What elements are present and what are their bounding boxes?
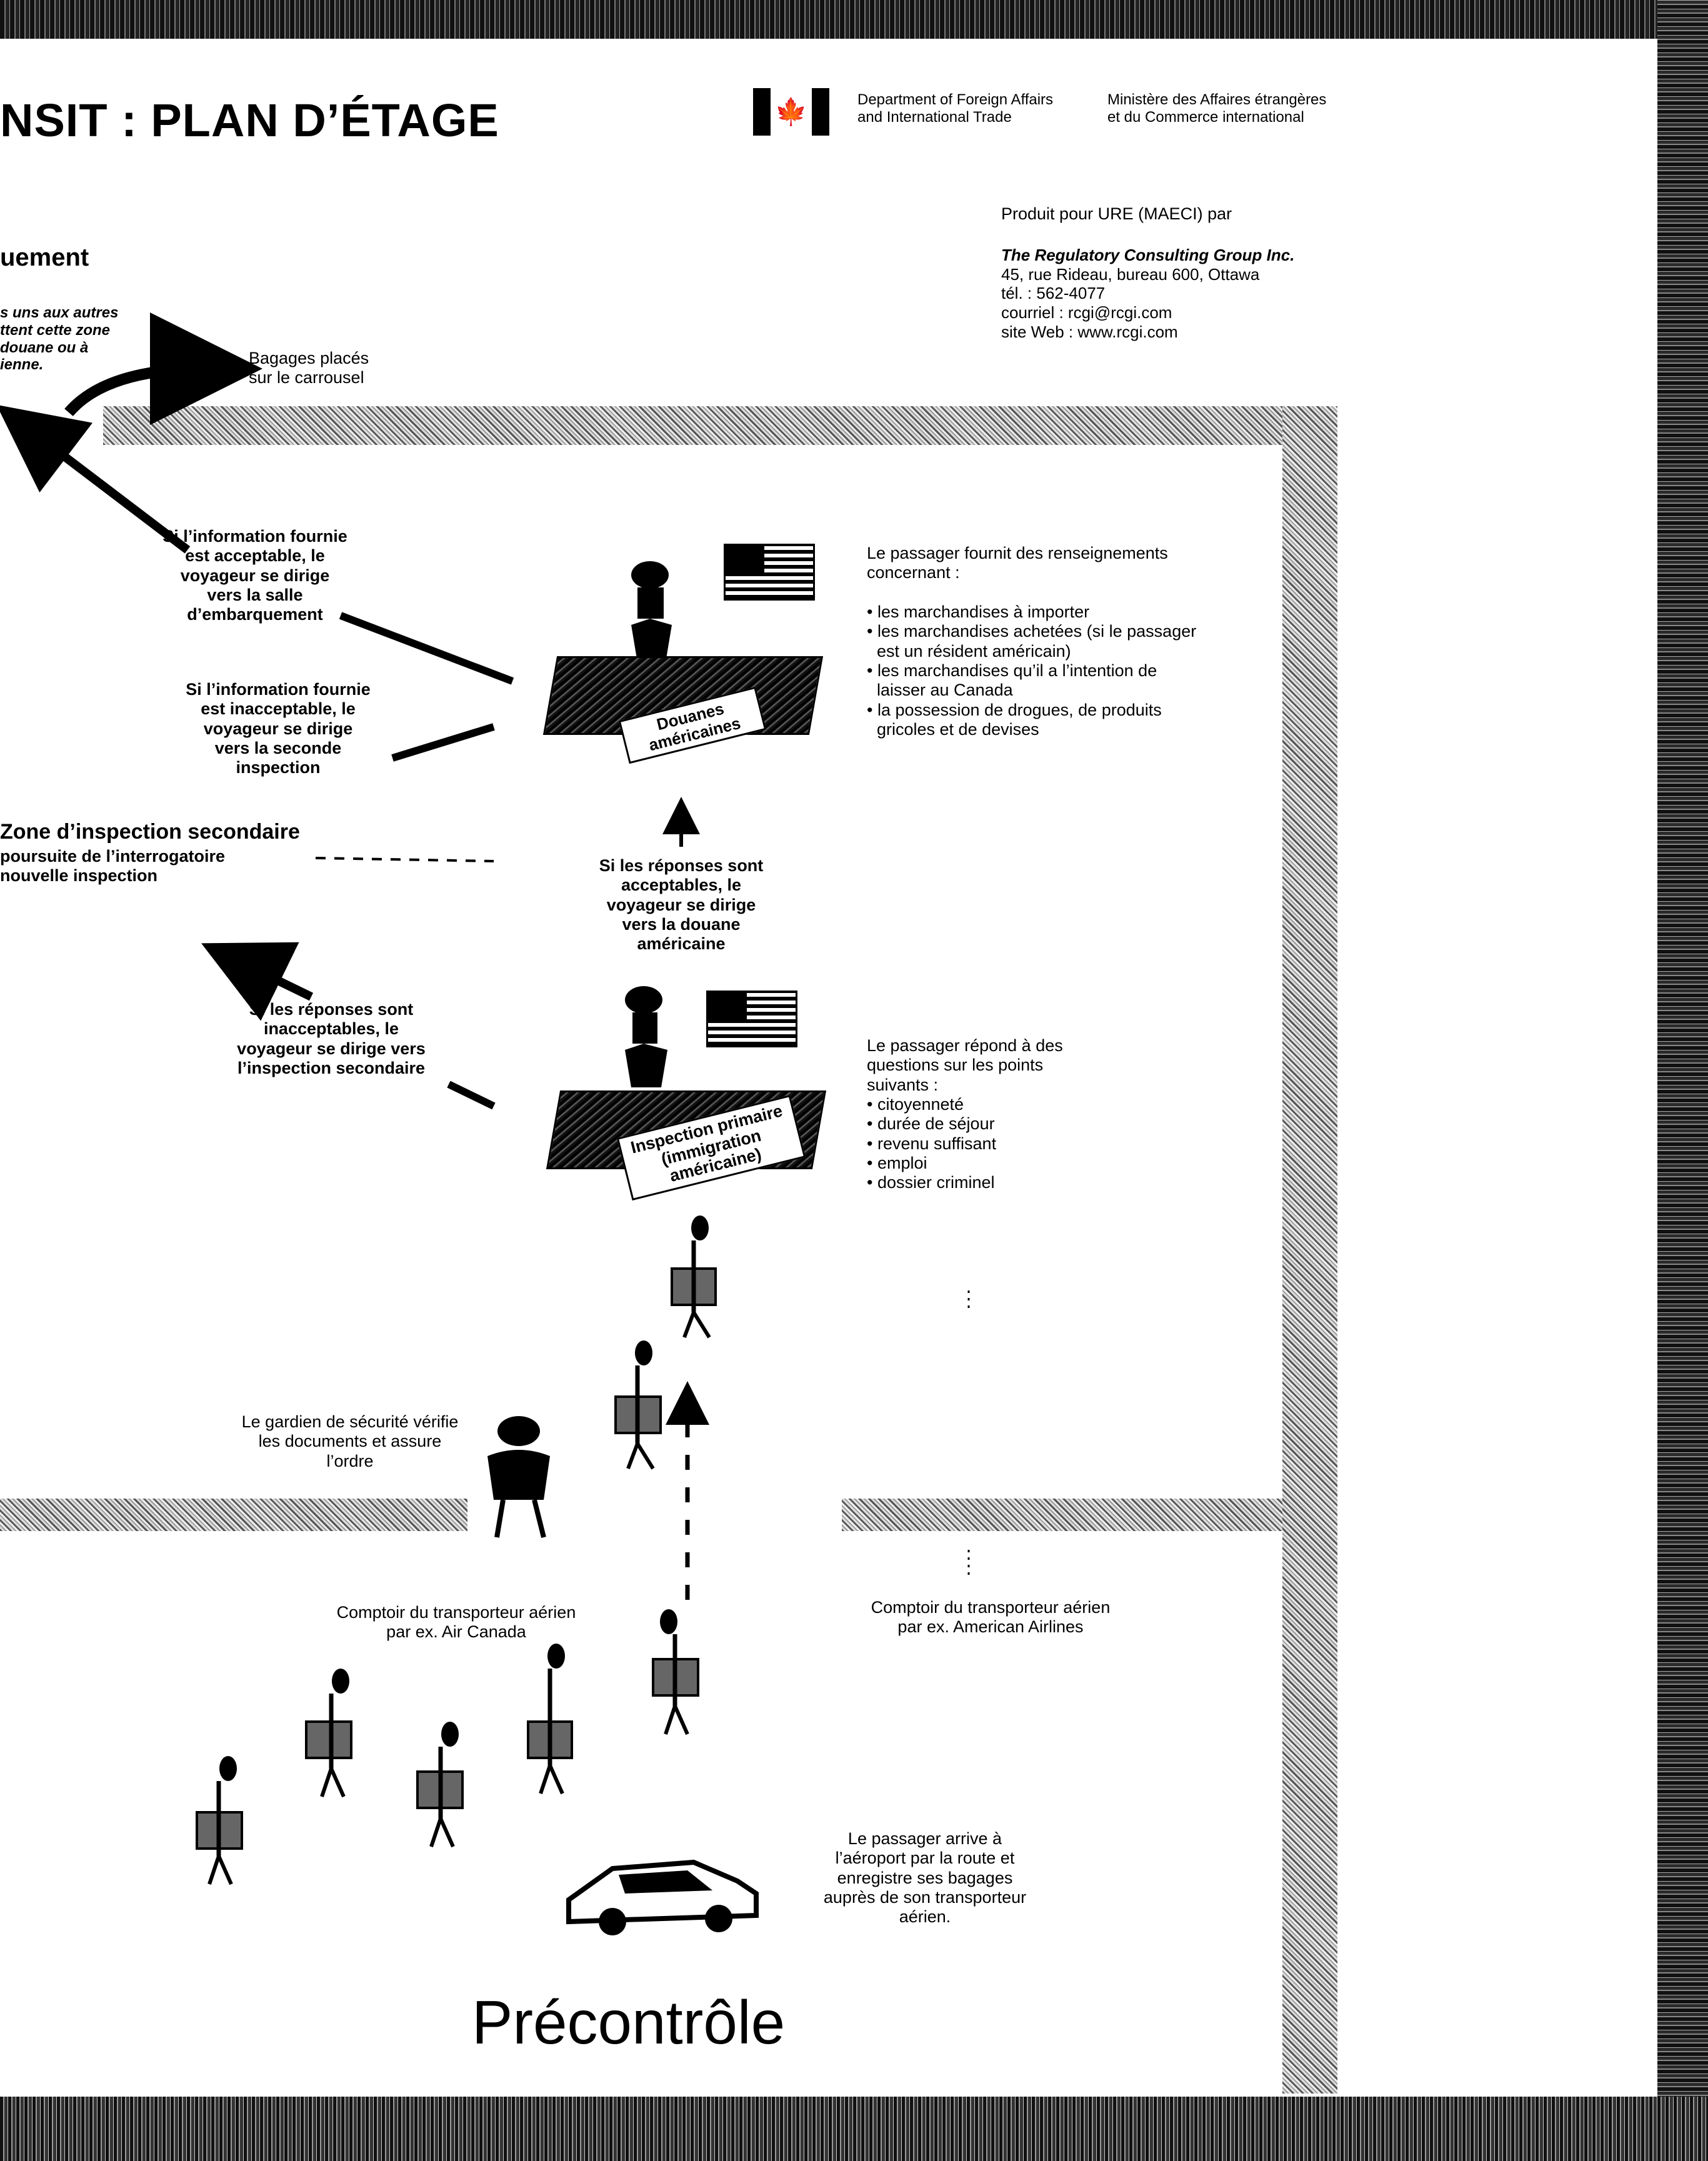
customs-info: Le passager fournit des renseignements c… bbox=[867, 544, 1197, 739]
footer-title: Précontrôle bbox=[472, 1988, 786, 2057]
wall-lower-right bbox=[842, 1499, 1282, 1531]
to-embarkation-arrow bbox=[0, 404, 191, 554]
baggage-carousel-label: Bagages placés sur le carrousel bbox=[249, 349, 369, 387]
counter-right-text: Comptoir du transporteur aérien par ex. … bbox=[871, 1598, 1111, 1637]
arrival-text: Le passager arrive à l’aéroport par la r… bbox=[823, 1829, 1027, 1927]
passenger-figure-1 bbox=[671, 1215, 717, 1339]
immigration-info: Le passager répond à des questions sur l… bbox=[867, 1036, 1063, 1192]
embarkation-note: s uns aux autres ttent cette zone douane… bbox=[0, 304, 119, 374]
security-guard-figure bbox=[487, 1416, 550, 1538]
customs-desk: Douanes américaines bbox=[542, 656, 824, 787]
immigration-officer-figure bbox=[625, 986, 667, 1087]
secondary-zone-text: poursuite de l’interrogatoire nouvelle i… bbox=[0, 847, 226, 886]
canada-wordmark-logo: 🍁 bbox=[753, 88, 829, 136]
car-icon bbox=[566, 1859, 759, 1935]
producer-intro: Produit pour URE (MAECI) par bbox=[1001, 204, 1232, 223]
to-secondary-arrow bbox=[201, 942, 314, 1021]
secondary-dashed-line bbox=[315, 857, 494, 862]
page bbox=[0, 39, 1657, 2097]
immigration-desk: Inspection primaire (immigration américa… bbox=[546, 1090, 827, 1222]
scan-border-bottom bbox=[0, 2097, 1708, 2161]
embarkation-heading: uement bbox=[0, 244, 89, 271]
customs-accept-line bbox=[339, 612, 514, 685]
wall-top bbox=[103, 406, 1337, 445]
immigration-reject-text: Si les réponses sont inacceptables, le v… bbox=[237, 1000, 426, 1077]
customs-reject-text: Si l’information fournie est inacceptabl… bbox=[186, 680, 371, 777]
us-flag-icon bbox=[724, 544, 815, 601]
passenger-figure-4 bbox=[527, 1644, 573, 1795]
passenger-figure-7 bbox=[196, 1756, 243, 1885]
passenger-figure-3 bbox=[652, 1609, 699, 1735]
passenger-figure-6 bbox=[416, 1722, 464, 1848]
customs-officer-figure bbox=[631, 561, 672, 662]
producer-block: The Regulatory Consulting Group Inc. 45,… bbox=[1001, 246, 1295, 341]
security-guard-text: Le gardien de sécurité vérifie les docum… bbox=[241, 1412, 459, 1470]
department-en: Department of Foreign Affairs and Intern… bbox=[857, 91, 1054, 126]
maple-leaf-icon: 🍁 bbox=[774, 96, 808, 126]
wall-lower-left bbox=[0, 1499, 467, 1531]
immigration-accept-text: Si les réponses sont acceptables, le voy… bbox=[599, 856, 764, 954]
carousel-arrow bbox=[64, 312, 262, 426]
counter-left-text: Comptoir du transporteur aérien par ex. … bbox=[336, 1603, 576, 1642]
scan-border-top bbox=[0, 0, 1708, 39]
scan-border-right bbox=[1657, 0, 1708, 2161]
immigration-reject-line bbox=[447, 1080, 496, 1110]
department-fr: Ministère des Affaires étrangères et du … bbox=[1107, 91, 1327, 126]
passenger-figure-5 bbox=[305, 1669, 352, 1798]
wall-right bbox=[1282, 406, 1337, 2094]
secondary-zone-heading: Zone d’inspection secondaire bbox=[0, 820, 300, 844]
us-flag-icon bbox=[706, 991, 797, 1047]
passenger-figure-2 bbox=[614, 1340, 662, 1470]
page-title: NSIT : PLAN D’ÉTAGE bbox=[0, 94, 499, 146]
customs-accept-text: Si l’information fournie est acceptable,… bbox=[162, 527, 347, 624]
customs-reject-line bbox=[391, 723, 495, 762]
